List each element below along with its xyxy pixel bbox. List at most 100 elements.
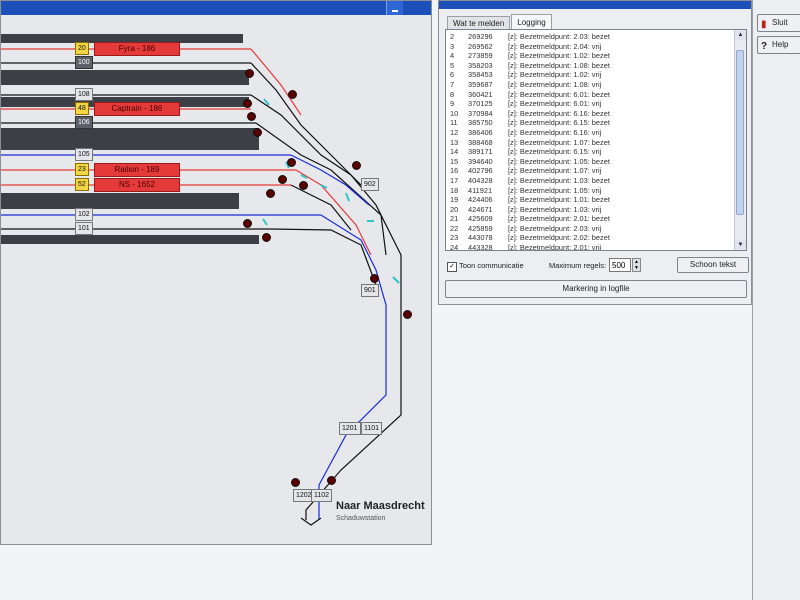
signal-icon[interactable] (266, 189, 275, 198)
signal-icon[interactable] (247, 112, 256, 121)
signal-icon[interactable] (299, 181, 308, 190)
log-row-timestamp: 359687 (468, 79, 493, 89)
scroll-thumb[interactable] (736, 50, 744, 215)
signal-icon[interactable] (245, 69, 254, 78)
help-button-label: Help (772, 40, 789, 49)
log-row-index: 22 (450, 223, 459, 233)
log-row-index: 13 (450, 137, 459, 147)
help-button[interactable]: ? Help (757, 36, 800, 54)
log-row-message: [z]: Bezetmeldpunt: 1.08: bezet (508, 60, 610, 70)
log-row-message: [z]: Bezetmeldpunt: 1.03: vrij (508, 204, 602, 214)
max-lines-label: Maximum regels: (549, 261, 607, 270)
signal-icon[interactable] (278, 175, 287, 184)
log-row-timestamp: 370984 (468, 108, 493, 118)
track-window-titlebar (1, 1, 431, 15)
scroll-down-arrow-icon[interactable]: ▼ (735, 240, 746, 250)
log-row-index: 8 (450, 89, 455, 99)
track-number-plate: 108 (75, 88, 93, 101)
log-row-index: 6 (450, 70, 455, 80)
platform-bar (1, 193, 239, 209)
log-row-timestamp: 360421 (468, 89, 493, 99)
help-icon: ? (761, 41, 768, 52)
platform-bars (1, 34, 259, 244)
log-row-index: 16 (450, 166, 459, 176)
track-canvas[interactable]: 20 100 108 48 106 105 23 52 102 101 902 … (1, 15, 433, 546)
log-row-message: [z]: Bezetmeldpunt: 1.02: vrij (508, 70, 602, 80)
track-diagram-window: 20 100 108 48 106 105 23 52 102 101 902 … (0, 0, 432, 545)
log-row-timestamp: 402796 (468, 166, 493, 176)
signal-icon[interactable] (243, 99, 252, 108)
train-label[interactable]: NS - 1652 (94, 178, 180, 192)
logging-window-titlebar (439, 1, 751, 9)
signal-icon[interactable] (288, 90, 297, 99)
log-row-index: 24 (450, 243, 459, 251)
log-controls: ✓ Toon communicatie Maximum regels: ▲▼ S… (445, 257, 749, 277)
tab-logging[interactable]: Logging (511, 14, 552, 31)
signal-icon[interactable] (262, 233, 271, 242)
max-lines-spinner[interactable]: ▲▼ (632, 258, 641, 272)
close-button[interactable]: ▮ Sluit (757, 14, 800, 32)
toon-communicatie-checkbox[interactable]: ✓ (447, 262, 457, 272)
log-row-message: [z]: Bezetmeldpunt: 6.01: bezet (508, 89, 610, 99)
log-scrollbar[interactable]: ▲ ▼ (734, 30, 746, 250)
tab-wat-te-melden[interactable]: Wat te melden (447, 16, 511, 31)
track-number-plate: 23 (75, 163, 89, 176)
log-row-message: [z]: Bezetmeldpunt: 1.08: vrij (508, 79, 602, 89)
signal-icon[interactable] (291, 478, 300, 487)
minimize-button[interactable] (386, 1, 403, 15)
scroll-up-arrow-icon[interactable]: ▲ (735, 30, 746, 40)
clear-text-button[interactable]: Schoon tekst (677, 257, 749, 273)
log-row-message: [z]: Bezetmeldpunt: 6.16: vrij (508, 127, 602, 137)
signal-icon[interactable] (370, 274, 379, 283)
signal-icon[interactable] (287, 158, 296, 167)
track-number-plate: 106 (75, 116, 93, 129)
log-row-index: 17 (450, 175, 459, 185)
log-row-message: [z]: Bezetmeldpunt: 1.02: bezet (508, 51, 610, 61)
log-row-index: 20 (450, 204, 459, 214)
platform-bar (1, 235, 259, 244)
mark-logfile-button[interactable]: Markering in logfile (445, 280, 747, 298)
log-row-message: [z]: Bezetmeldpunt: 1.05: vrij (508, 185, 602, 195)
log-row-timestamp: 424406 (468, 195, 493, 205)
log-row-message: [z]: Bezetmeldpunt: 6.16: bezet (508, 108, 610, 118)
signal-icon[interactable] (253, 128, 262, 137)
platform-bar (1, 128, 259, 150)
train-label[interactable]: Fyra - 186 (94, 42, 180, 56)
track-number-plate: 102 (75, 208, 93, 221)
train-label[interactable]: Captrain - 186 (94, 102, 180, 116)
log-row-timestamp: 411921 (468, 185, 493, 195)
log-row-timestamp: 370125 (468, 99, 493, 109)
track-number-plate: 901 (361, 284, 379, 297)
log-row-message: [z]: Bezetmeldpunt: 2.01: bezet (508, 214, 610, 224)
log-row-timestamp: 425609 (468, 214, 493, 224)
signal-icon[interactable] (243, 219, 252, 228)
log-row-message: [z]: Bezetmeldpunt: 1.03: bezet (508, 175, 610, 185)
signal-icon[interactable] (403, 310, 412, 319)
log-row-index: 11 (450, 118, 458, 128)
log-row-timestamp: 389171 (468, 147, 493, 157)
max-lines-input[interactable] (609, 258, 631, 272)
log-row-message: [z]: Bezetmeldpunt: 1.01: bezet (508, 195, 610, 205)
signal-icon[interactable] (352, 161, 361, 170)
log-row: 8 360421 [z]: Bezetmeldpunt: 6.01: bezet (446, 90, 736, 100)
train-label[interactable]: Railion - 189 (94, 163, 180, 177)
track-number-plate: 1201 (339, 422, 361, 435)
signal-icon[interactable] (327, 476, 336, 485)
platform-bar (1, 34, 243, 43)
log-row-timestamp: 388468 (468, 137, 493, 147)
